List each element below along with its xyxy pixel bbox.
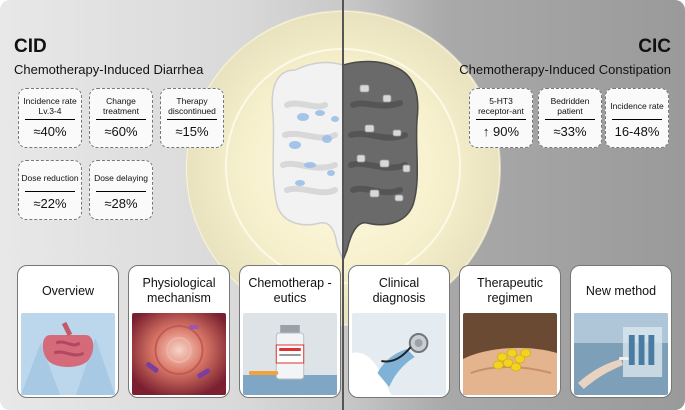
card-new-method[interactable]: New method [570,265,672,398]
card-title: Clinical diagnosis [372,276,426,305]
stat-value: ≈60% [104,124,138,139]
stat-value: 16-48% [614,124,660,139]
chemotherapy-vial-image [243,313,337,395]
stat-label: 5-HT3 receptor-ant [478,96,524,116]
stat-label: Bedridden patient [550,96,590,116]
stat-label: Dose reduction [21,173,79,183]
stat-value: ≈40% [33,124,67,139]
intestine-illustration [271,60,419,261]
cic-abbr: CIC [638,36,671,57]
stethoscope-image [352,313,446,395]
card-overview[interactable]: Overview [17,265,119,398]
card-title: Physiological mechanism [142,276,216,305]
stat-divider [25,191,75,192]
stat-divider [476,119,526,120]
cid-abbr: CID [14,36,47,57]
stat-value: ≈28% [104,196,138,211]
stat-divider [612,119,662,120]
stat-value: ≈15% [175,124,209,139]
stat-incidence-rate: Incidence rate 16-48% [605,88,669,148]
stat-incidence-rate-lv34: Incidence rate Lv.3-4 ≈40% [18,88,82,148]
intestinal-lumen-image [132,313,226,395]
stat-dose-reduction: Dose reduction ≈22% [18,160,82,220]
stat-label: Incidence rate [610,101,664,111]
card-therapeutic-regimen[interactable]: Therapeutic regimen [459,265,561,398]
center-divider [342,0,344,410]
stat-label: Therapy discontinued [168,96,216,116]
stat-dose-delaying: Dose delaying ≈28% [89,160,153,220]
stat-divider [25,119,75,120]
stat-divider [545,119,595,120]
lab-equipment-image [574,313,668,395]
card-title: Chemotherap -eutics [248,276,332,305]
card-chemotherapeutics[interactable]: Chemotherap -eutics [239,265,341,398]
stat-label: Incidence rate Lv.3-4 [23,96,77,116]
stat-divider [96,119,146,120]
stat-divider [96,191,146,192]
stat-value: ↑ 90% [482,124,520,139]
stat-bedridden-patient: Bedridden patient ≈33% [538,88,602,148]
cid-name: Chemotherapy-Induced Diarrhea [14,62,204,77]
stat-therapy-discontinued: Therapy discontinued ≈15% [160,88,224,148]
intestine-anatomy-image [21,313,115,395]
cic-name: Chemotherapy-Induced Constipation [459,62,671,77]
stat-label: Dose delaying [94,173,148,183]
stat-divider [167,119,217,120]
card-physiological-mechanism[interactable]: Physiological mechanism [128,265,230,398]
stat-5ht3-receptor-ant: 5-HT3 receptor-ant ↑ 90% [469,88,533,148]
card-title: New method [585,283,657,298]
stat-value: ≈33% [553,124,587,139]
stat-label: Change treatment [103,96,139,116]
pills-in-hand-image [463,313,557,395]
card-title: Therapeutic regimen [476,276,543,305]
stat-value: ≈22% [33,196,67,211]
card-title: Overview [41,283,95,298]
stat-change-treatment: Change treatment ≈60% [89,88,153,148]
card-clinical-diagnosis[interactable]: Clinical diagnosis [348,265,450,398]
